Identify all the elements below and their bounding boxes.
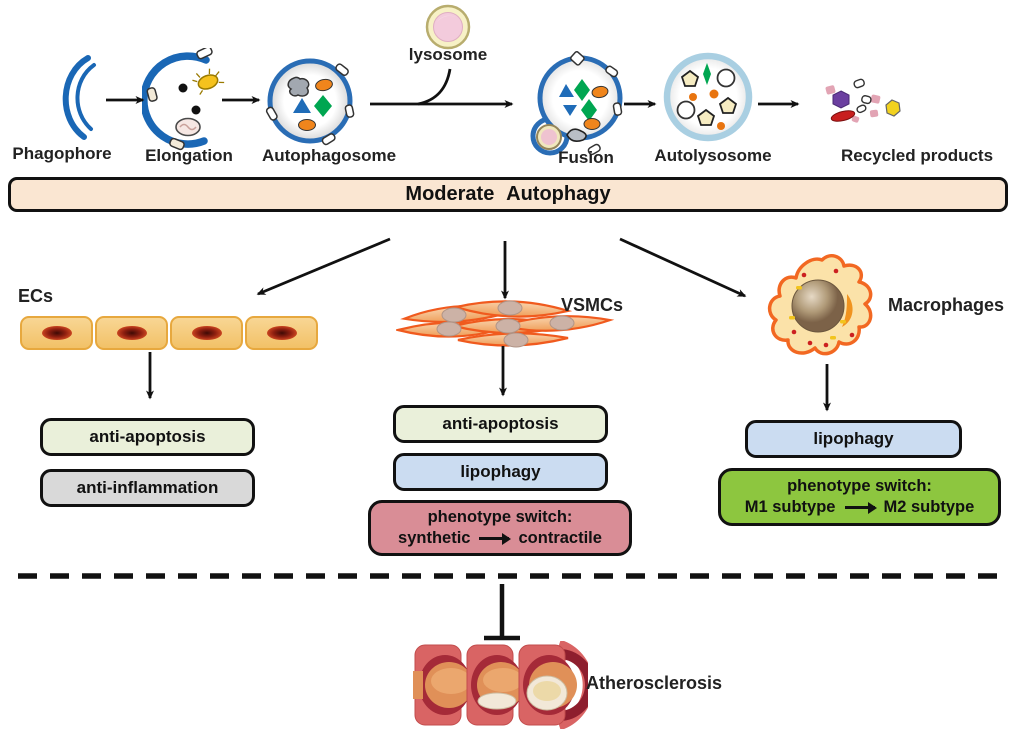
recycled-products-icon: [825, 78, 901, 123]
macrophages-switch-line2: M1 subtype M2 subtype: [745, 497, 975, 518]
stage-label-autophagosome: Autophagosome: [261, 146, 397, 165]
stage-label-autolysosome: Autolysosome: [654, 146, 772, 165]
lysosome-icon: [425, 4, 471, 50]
ec-cell: [245, 316, 318, 350]
atherosclerosis-label: Atherosclerosis: [586, 673, 723, 693]
autophagosome-icon: [265, 58, 355, 146]
fusion-icon: [530, 51, 623, 156]
ecs-label: ECs: [18, 286, 54, 306]
right-arrow-icon: [479, 532, 512, 545]
right-arrow-icon: [844, 501, 877, 514]
macrophages-lipophagy-text: lipophagy: [813, 429, 894, 448]
vsmcs-phenotype-switch-box: phenotype switch: synthetic contractile: [368, 500, 632, 556]
macrophages-phenotype-switch-box: phenotype switch: M1 subtype M2 subtype: [718, 468, 1001, 526]
vsmc-cells-icon: [396, 300, 615, 348]
bacterium-glyph: [192, 68, 225, 95]
artery-segment: [466, 644, 525, 726]
ecs-anti-inflammation-box: anti-inflammation: [40, 469, 255, 507]
lysosome-join-curve: [417, 68, 452, 106]
macrophages-switch-to: M2 subtype: [883, 498, 975, 516]
vsmcs-switch-line2: synthetic contractile: [398, 528, 602, 549]
ecs-anti-apoptosis-box: anti-apoptosis: [40, 418, 255, 456]
stage-label-elongation: Elongation: [145, 146, 233, 165]
vsmcs-switch-from: synthetic: [398, 529, 471, 547]
arrow-banner-to-macrophages: [619, 237, 747, 298]
vsmcs-switch-title: phenotype switch:: [427, 507, 573, 526]
stage-label-fusion: Fusion: [558, 148, 614, 167]
macrophage-icon: [767, 254, 873, 356]
stage-label-recycled-products: Recycled products: [840, 146, 994, 165]
moderate-autophagy-banner: Moderate Autophagy: [8, 177, 1008, 212]
artery-segment: [518, 644, 577, 726]
mitochondrion-glyph: [175, 117, 201, 137]
vsmcs-lipophagy-box: lipophagy: [393, 453, 608, 491]
vsmcs-anti-apoptosis-box: anti-apoptosis: [393, 405, 608, 443]
ec-nucleus: [41, 326, 72, 340]
atherosclerosis-artery-icon: [413, 641, 588, 729]
moderate-autophagy-banner-label: Moderate Autophagy: [405, 183, 611, 205]
elongation-icon: [142, 48, 225, 151]
ec-cell: [95, 316, 168, 350]
ec-nucleus: [266, 326, 297, 340]
autolysosome-icon: [663, 52, 753, 142]
ec-cell: [170, 316, 243, 350]
macrophages-switch-from: M1 subtype: [744, 498, 836, 516]
endothelial-cells-icon: [20, 316, 320, 350]
vsmcs-lipophagy-text: lipophagy: [460, 462, 541, 481]
stage-label-phagophore: Phagophore: [12, 144, 112, 163]
vsmcs-switch-to: contractile: [518, 529, 602, 547]
artery-segment: [413, 644, 473, 726]
ec-cell: [20, 316, 93, 350]
ecs-anti-apoptosis-text: anti-apoptosis: [89, 427, 206, 446]
arrow-banner-to-ecs: [256, 237, 391, 296]
vsmcs-label: VSMCs: [561, 295, 624, 315]
macrophages-lipophagy-box: lipophagy: [745, 420, 962, 458]
inhibition-symbol: [484, 584, 520, 641]
macrophages-label: Macrophages: [888, 295, 1005, 315]
phagophore-icon: [62, 55, 96, 140]
vsmcs-anti-apoptosis-text: anti-apoptosis: [442, 414, 559, 433]
ec-nucleus: [191, 326, 222, 340]
ec-nucleus: [116, 326, 147, 340]
lysosome-label: lysosome: [408, 45, 488, 64]
macrophages-switch-title: phenotype switch:: [787, 476, 932, 495]
ecs-anti-inflammation-text: anti-inflammation: [76, 478, 219, 497]
